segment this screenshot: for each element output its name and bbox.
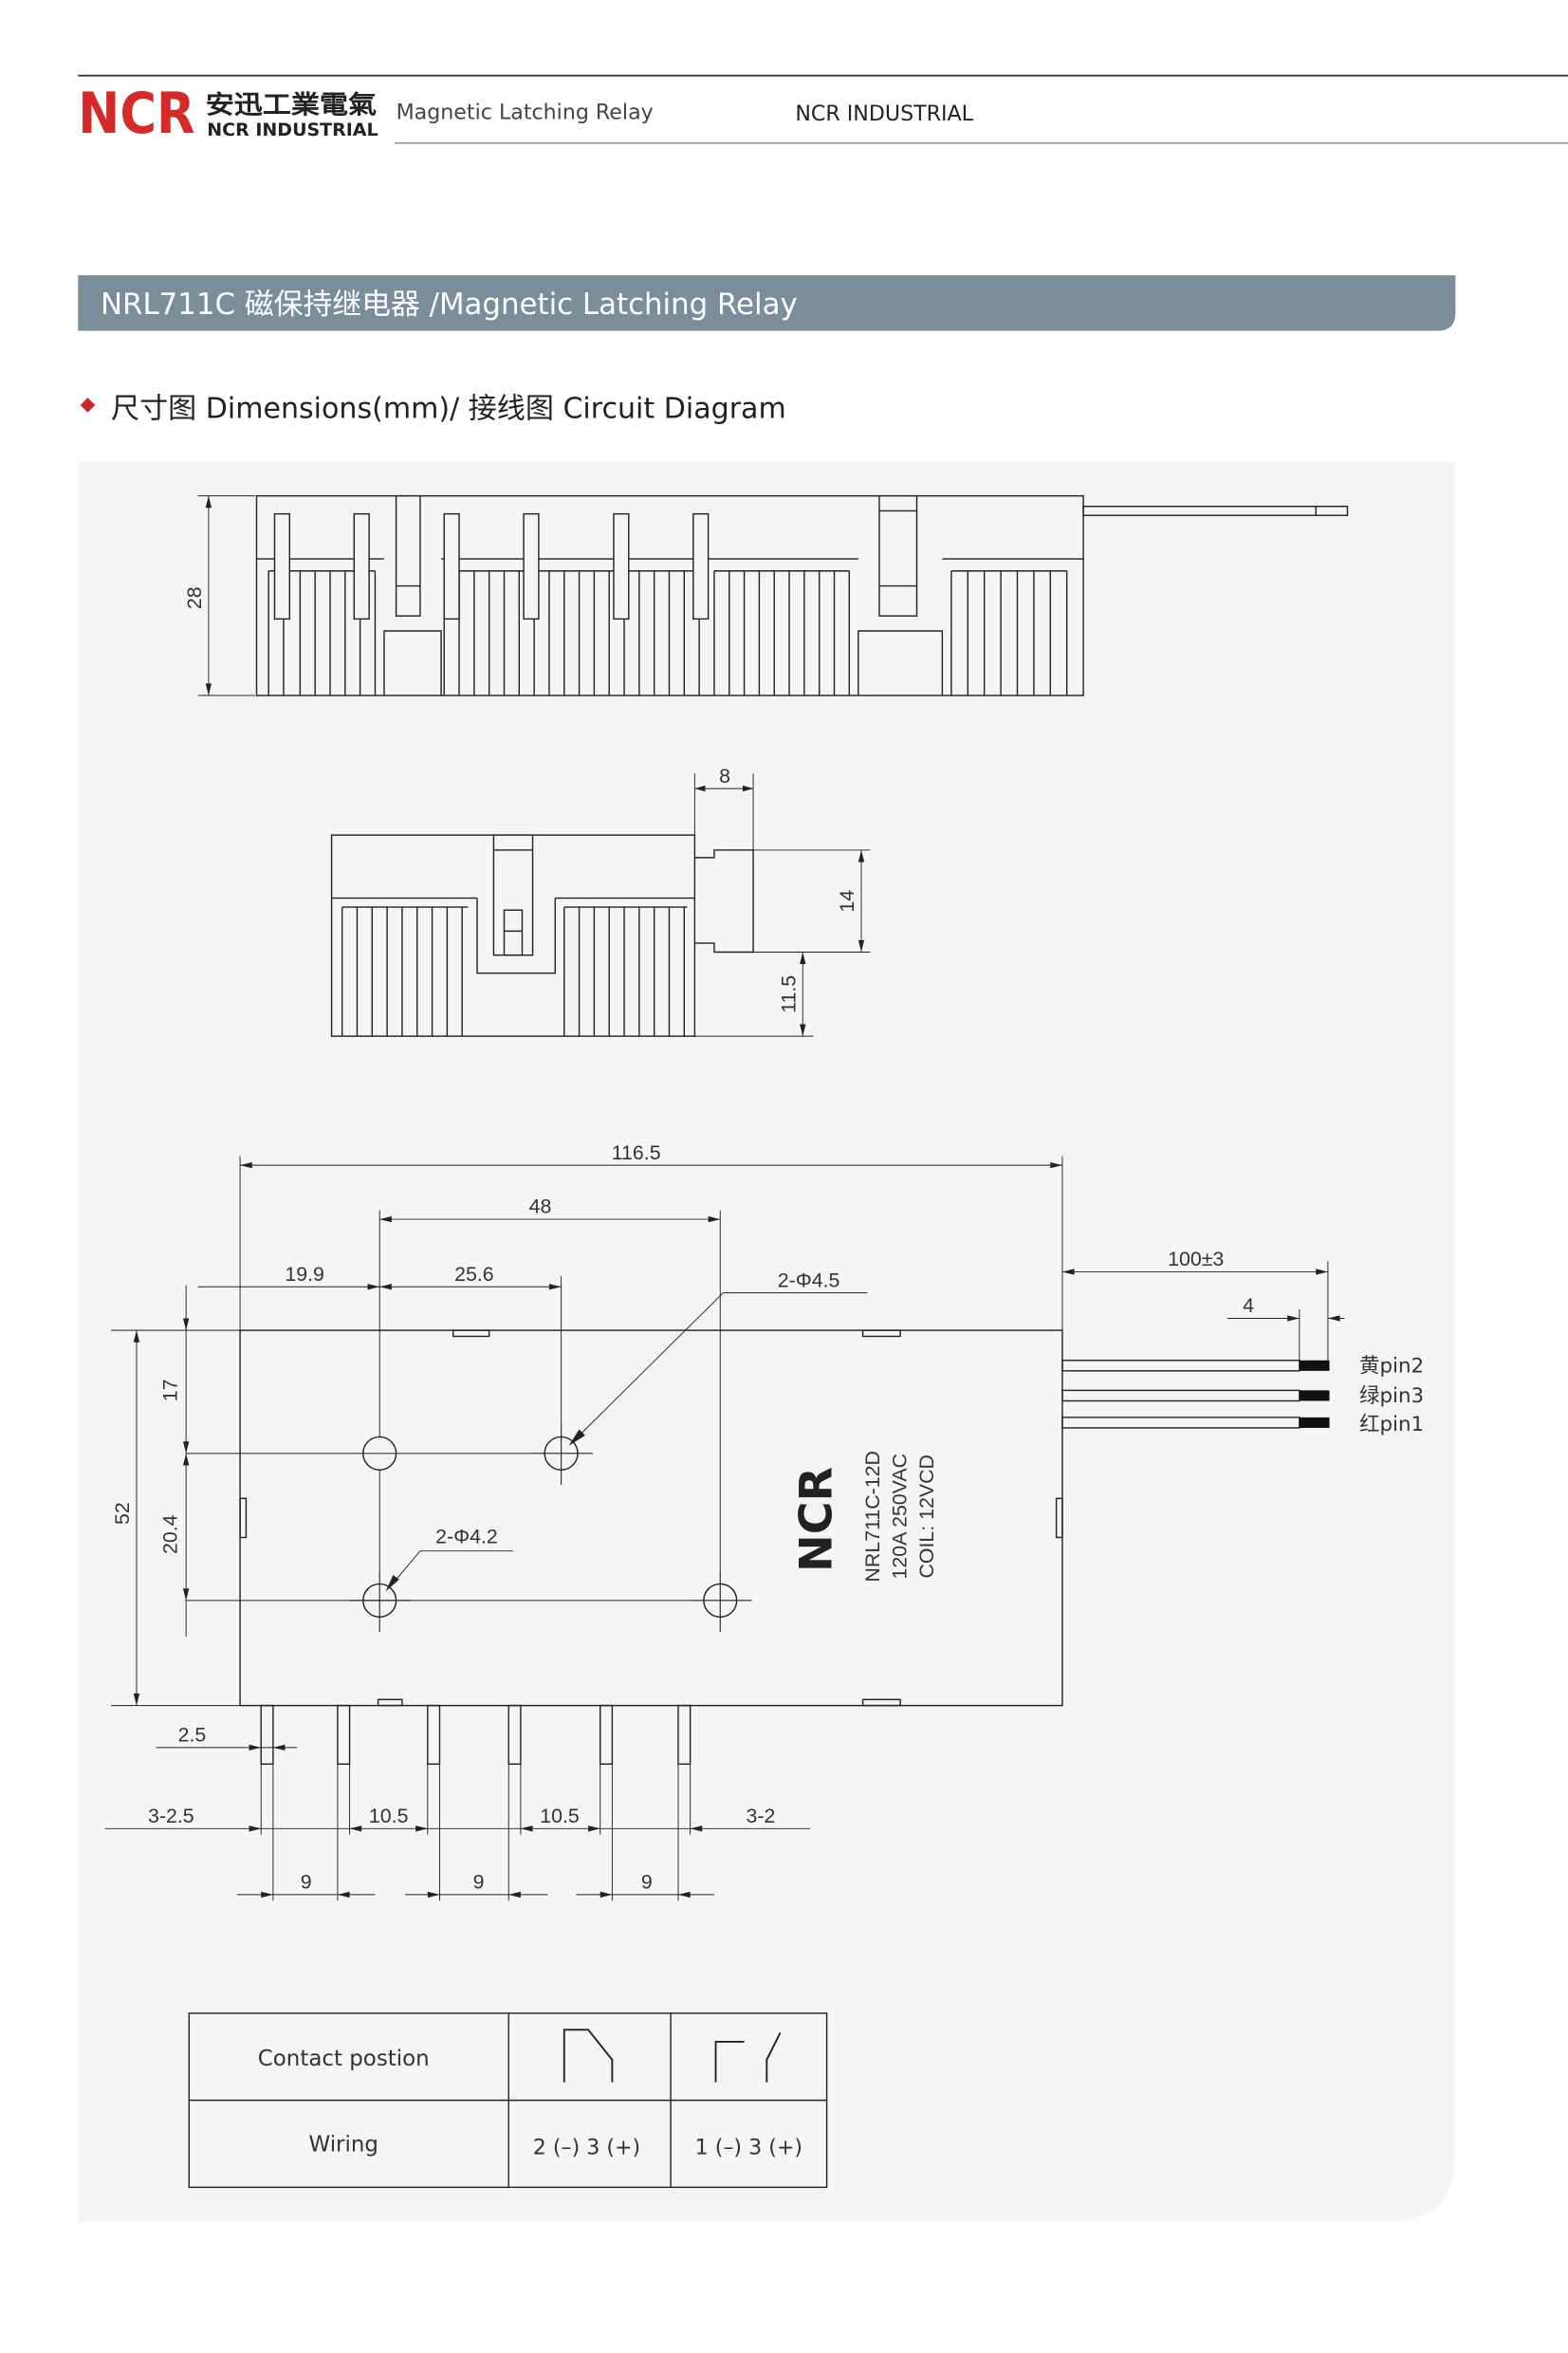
- contact-symbol-closed-icon: [563, 2029, 614, 2083]
- contact-symbol-open-icon-right: [766, 2032, 782, 2083]
- offset-2-label: 25.6: [454, 1263, 494, 1286]
- company-name-cn: 安迅工業電氣: [206, 90, 377, 120]
- side-view: [197, 494, 1349, 696]
- hole-spacing-label: 48: [529, 1195, 552, 1218]
- contact-symbol-open-icon-left: [714, 2040, 745, 2083]
- terminal-width-label: 2.5: [178, 1724, 207, 1747]
- lead-length-label: 100±3: [1168, 1248, 1224, 1270]
- table-row-wiring-label: Wiring: [309, 2132, 378, 2157]
- title-bar-text: NRL711C 磁保持继电器 /Magnetic Latching Relay: [101, 287, 798, 322]
- drawing-panel: [78, 461, 1456, 2222]
- overall-length-label: 116.5: [612, 1141, 661, 1164]
- header-right-label: NCR INDUSTRIAL: [795, 102, 973, 126]
- dim-9-c: 9: [641, 1871, 653, 1894]
- body-coil-text: COIL: 12VCD: [915, 1454, 938, 1578]
- body-logo: NCR: [790, 1467, 842, 1572]
- top-view: [104, 1156, 1345, 1901]
- dim-10-5-b: 10.5: [540, 1805, 580, 1827]
- wiring-value-2: 1 (–) 3 (+): [695, 2136, 802, 2160]
- hole-large-label: 2-Φ4.5: [778, 1269, 840, 1291]
- wire-label-pin3: 绿pin3: [1359, 1384, 1424, 1408]
- dim-10-5-a: 10.5: [369, 1805, 409, 1827]
- height-2-label: 20.4: [159, 1514, 182, 1554]
- wire-label-pin2: 黄pin2: [1359, 1354, 1424, 1378]
- end-view: [330, 773, 871, 1037]
- company-name-en: NCR INDUSTRIAL: [207, 120, 378, 140]
- height-1-label: 17: [159, 1380, 182, 1402]
- title-bar: NRL711C 磁保持继电器 /Magnetic Latching Relay: [78, 275, 1456, 331]
- contact-table: [188, 2012, 828, 2189]
- table-row-contact-label: Contact postion: [258, 2047, 430, 2071]
- end-height-label-2: 11.5: [777, 975, 800, 1013]
- end-height-label-1: 14: [836, 890, 858, 913]
- header-subtitle: Magnetic Latching Relay: [397, 101, 654, 125]
- side-height-label: 28: [183, 586, 206, 609]
- hole-small-label: 2-Φ4.2: [435, 1526, 498, 1548]
- end-width-label: 8: [719, 765, 730, 787]
- diamond-icon: [80, 398, 96, 413]
- dim-9-a: 9: [301, 1871, 312, 1894]
- offset-1-label: 19.9: [285, 1263, 324, 1286]
- body-rating-text: 120A 250VAC: [888, 1454, 911, 1580]
- wire-label-pin1: 红pin1: [1359, 1413, 1424, 1436]
- lead-strip-label: 4: [1243, 1294, 1254, 1317]
- wiring-value-1: 2 (–) 3 (+): [533, 2136, 640, 2160]
- section-heading-text: 尺寸图 Dimensions(mm)/ 接线图 Circuit Diagram: [111, 392, 786, 425]
- height-overall-label: 52: [111, 1502, 134, 1525]
- dim-9-b: 9: [473, 1871, 485, 1894]
- header: NCR 安迅工業電氣 NCR INDUSTRIAL Magnetic Latch…: [78, 74, 1568, 147]
- dim-3-2: 3-2: [747, 1805, 776, 1827]
- dim-3-2-5: 3-2.5: [148, 1805, 194, 1827]
- body-model-text: NRL711C-12D: [861, 1451, 884, 1582]
- logo-mark: NCR: [78, 81, 194, 147]
- section-heading: 尺寸图 Dimensions(mm)/ 接线图 Circuit Diagram: [80, 392, 786, 425]
